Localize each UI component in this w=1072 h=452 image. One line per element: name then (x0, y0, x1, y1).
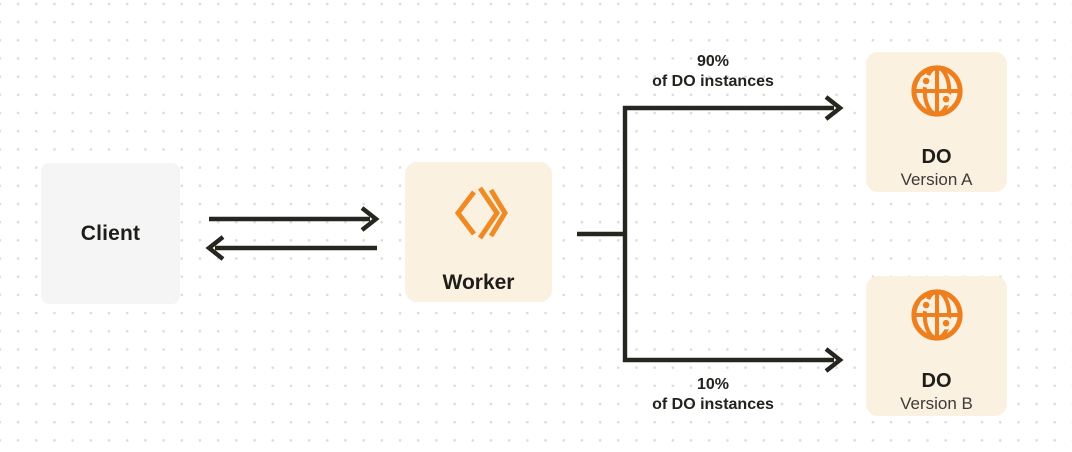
do-a-title: DO (921, 146, 952, 168)
client-node: Client (41, 163, 180, 304)
worker-to-client-arrow (205, 235, 377, 261)
arrowhead-to-version-b (824, 347, 844, 373)
edge-label-10-percent: 10% of DO instances (593, 375, 833, 415)
do-a-subtitle: Version A (900, 170, 973, 189)
edge-label-10-line2: of DO instances (652, 396, 774, 413)
worker-label: Worker (442, 271, 515, 294)
client-to-worker-arrow (209, 206, 380, 232)
edge-label-90-line1: 90% (696, 53, 730, 70)
workers-logo-icon (449, 183, 509, 248)
do-version-a-node: DO Version A (866, 52, 1007, 192)
branch-split-line (622, 105, 834, 363)
worker-node: Worker (405, 162, 552, 302)
edge-label-10-line1: 10% (696, 376, 730, 393)
edge-label-90-percent: 90% of DO instances (593, 52, 833, 92)
do-b-title: DO (921, 370, 952, 392)
do-b-subtitle: Version B (900, 394, 973, 413)
arrowhead-to-version-a (824, 95, 844, 121)
do-version-b-node: DO Version B (866, 276, 1007, 416)
globe-icon (908, 62, 966, 125)
client-label: Client (80, 221, 141, 245)
globe-icon (908, 286, 966, 349)
edge-label-90-line2: of DO instances (652, 73, 774, 90)
